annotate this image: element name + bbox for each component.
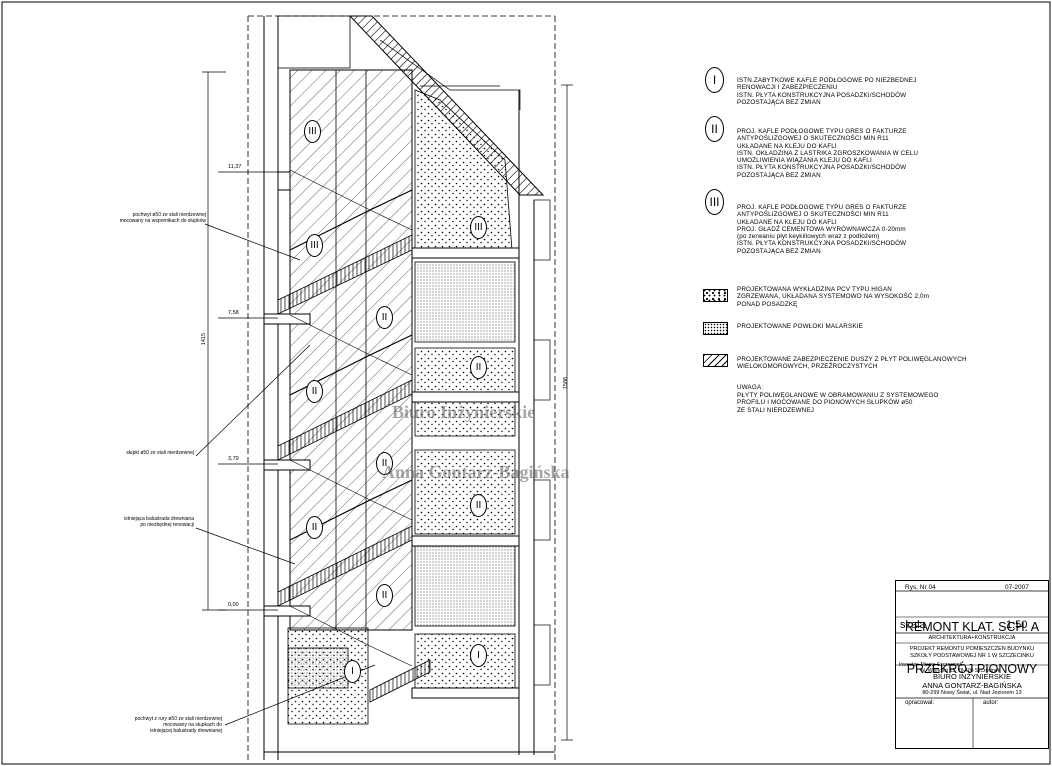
legend-text-i: ISTN.ZABYTKOWE KAFLE PODŁOGOWE PO NIEZBE… bbox=[737, 77, 917, 106]
legend-swatch-polycarbonate bbox=[703, 354, 728, 367]
finish-mark: II bbox=[306, 516, 323, 539]
floor-slabs bbox=[263, 171, 520, 699]
legend-symbol-i: I bbox=[705, 67, 724, 93]
finish-mark: II bbox=[470, 356, 487, 379]
annotation-balustrade: istniejąca balustrada drewniana po niezb… bbox=[123, 516, 194, 528]
legend-text-polycarbonate: PROJEKTOWANE ZABEZPIECZENIE DUSZY Z PŁYT… bbox=[737, 356, 967, 371]
watermark: Biuro Inżynierskie Anna Gontarz-Bagińska bbox=[382, 402, 570, 482]
finish-mark: I bbox=[344, 660, 361, 683]
title-block-address: 80-299 Nowy Świat, ul. Nad Jeziorem 13 bbox=[922, 690, 1022, 696]
annotation-handrail-bottom: pochwyt z rury ø50 ze stali nierdzewnej … bbox=[134, 716, 222, 734]
legend-symbol-ii: II bbox=[705, 116, 724, 142]
legend-note-title: UWAGA: bbox=[737, 384, 764, 391]
stair-flights bbox=[277, 169, 431, 703]
level-mark: 11,37 bbox=[228, 164, 242, 170]
title-block-date: 07-2007 bbox=[1005, 584, 1029, 591]
finish-mark: II bbox=[470, 494, 487, 517]
title-block-drawing-no: Rys. Nr 04 bbox=[905, 584, 936, 591]
legend-note-text: PŁYTY POLIWĘGLANOWE W OBRAMOWANIU Z SYST… bbox=[737, 392, 939, 414]
finish-mark: III bbox=[306, 234, 323, 257]
title-block-scale-value: 1:50 bbox=[1006, 619, 1028, 631]
title-block-investor: Inwestor: Miasto Szczecinek pl. Wolności… bbox=[899, 662, 1001, 674]
finish-mark: III bbox=[470, 216, 487, 239]
title-block-author-label: autor: bbox=[983, 700, 999, 706]
legend-swatch-pcv bbox=[703, 289, 728, 302]
finish-mark: III bbox=[304, 120, 321, 143]
title-block-office: BIURO INŻYNIERSKIE ANNA GONTARZ-BAGIŃSKA bbox=[922, 672, 1022, 690]
finish-mark: II bbox=[376, 452, 393, 475]
level-mark: 3,79 bbox=[228, 456, 239, 462]
annotation-posts: słupki ø50 ze stali nierdzewnej bbox=[126, 450, 194, 456]
title-block-scale-label: skala bbox=[900, 619, 926, 631]
legend-text-paint: PROJEKTOWANE POWŁOKI MALARSKIE bbox=[737, 323, 863, 330]
title-block-project: PROJEKT REMONTU POMIESZCZEŃ BUDYNKU SZKO… bbox=[909, 646, 1035, 659]
level-mark: 7,58 bbox=[228, 310, 239, 316]
dimension-lines bbox=[202, 71, 573, 741]
finish-mark: I bbox=[470, 644, 487, 667]
legend-symbol-iii: III bbox=[705, 189, 724, 215]
annotation-handrail-top: pochwyt ø50 ze stali nierdzewnej mocowan… bbox=[119, 212, 206, 224]
title-block-title: REMONT KLAT. SCH. A PRZEKRÓJ PIONOWY bbox=[904, 620, 1040, 676]
legend-swatch-paint bbox=[703, 322, 728, 335]
legend-text-pcv: PROJEKTOWANA WYKŁADZINA PCV TYPU HIGAN Z… bbox=[737, 286, 930, 308]
finish-mark: II bbox=[306, 380, 323, 403]
finish-mark: II bbox=[376, 306, 393, 329]
title-block-frame bbox=[895, 580, 1049, 749]
level-mark: 0,00 bbox=[228, 602, 239, 608]
title-block-discipline: ARCHITEKTURA+KONSTRUKCJA bbox=[928, 635, 1016, 641]
legend-text-ii: PROJ. KAFLE PODŁOGOWE TYPU GRES O FAKTUR… bbox=[737, 128, 919, 179]
legend-text-iii: PROJ. KAFLE PODŁOGOWE TYPU GRES O FAKTUR… bbox=[737, 204, 907, 255]
total-height-dimension: 1415 bbox=[201, 332, 208, 346]
title-block-prepared-label: opracował: bbox=[905, 700, 935, 706]
finish-mark: II bbox=[376, 584, 393, 607]
windows bbox=[533, 199, 551, 686]
